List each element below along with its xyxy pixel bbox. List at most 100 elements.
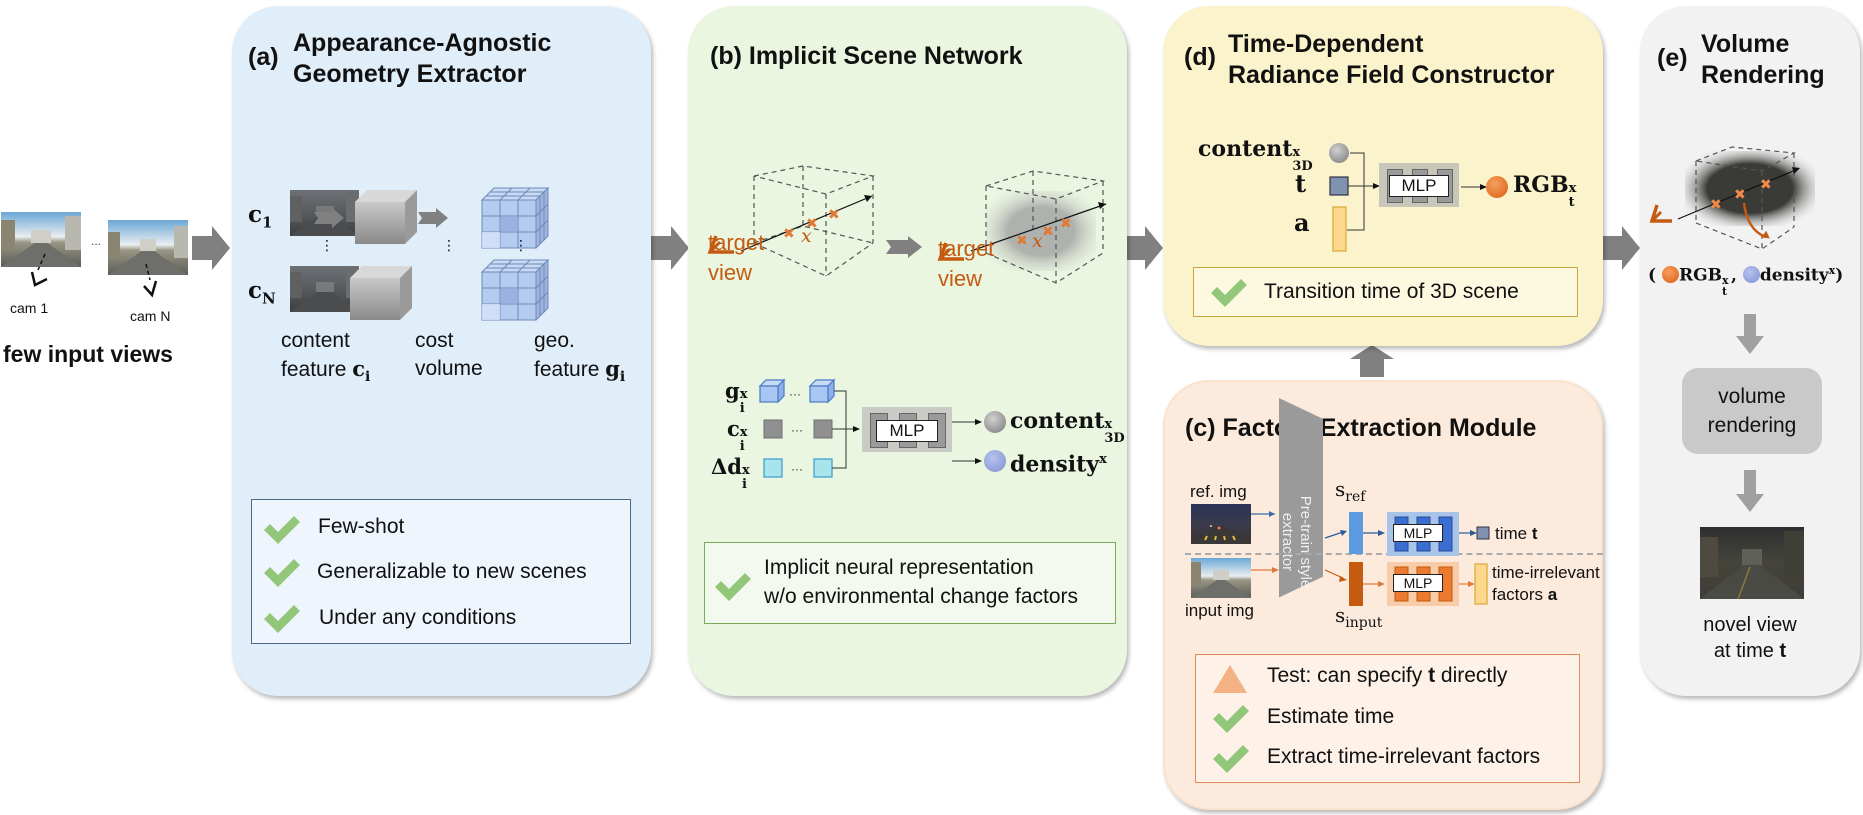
s-sub: input: [1345, 615, 1383, 631]
svg-text:✖: ✖: [1734, 187, 1746, 203]
tuple-rgb-sub: t: [1721, 284, 1728, 298]
caption-geo-feature-line1: geo.: [534, 329, 575, 352]
output-sym: density: [1010, 451, 1100, 478]
svg-text:✖: ✖: [828, 207, 840, 223]
panel-c-label: (c): [1185, 414, 1216, 442]
mlp-output-arrows: [952, 419, 982, 464]
caption-cost-volume-line1: cost: [415, 329, 454, 352]
camera-icon-n: [143, 263, 158, 298]
volume-rendering-box: volume rendering: [1682, 368, 1822, 454]
target-view-line2: view: [708, 260, 753, 285]
target-view-line1: target: [708, 230, 765, 255]
check-icon: [1213, 745, 1249, 773]
input-t: t: [1295, 169, 1307, 198]
novel-view-line2: at time t: [1660, 638, 1840, 664]
caption-content-feature: content feature ci: [281, 328, 370, 390]
output-sub: 3D: [1104, 431, 1125, 446]
tuple-density-sup: x: [1828, 264, 1836, 277]
panel-c-title-text: Factors Extraction Module: [1222, 414, 1537, 442]
panel-a-title-line2: Geometry Extractor: [293, 60, 527, 88]
few-input-views-label: few input views: [3, 341, 173, 367]
render-box-line1: volume: [1718, 385, 1786, 408]
note-text: Implicit neural representation w/o envir…: [764, 553, 1078, 611]
caption-content-feature-line2: feature ci: [281, 356, 370, 390]
caption-cost-volume-line2: volume: [415, 357, 483, 380]
mlp-block-d: MLP: [1379, 163, 1459, 207]
panel-b-note: Implicit neural representation w/o envir…: [704, 542, 1116, 624]
s-sym: s: [1335, 477, 1346, 501]
s-input-label: sinput: [1335, 602, 1382, 636]
rgb-sphere-icon: [1661, 265, 1679, 283]
panel-radiance-field-constructor: (d) Time-Dependent Radiance Field Constr…: [1163, 6, 1603, 346]
cost-volume-cube-1: [355, 190, 417, 244]
target-view-line1: target: [938, 236, 995, 261]
output-sym: RGB: [1513, 172, 1569, 198]
caption-text: feature: [281, 358, 353, 381]
note-line2: w/o environmental change factors: [764, 585, 1079, 608]
caption-sym: c: [352, 356, 366, 381]
checklist-item-generalizable: Generalizable to new scenes: [317, 560, 587, 583]
cn-sym: c: [248, 277, 263, 304]
note-line1: Implicit neural representation: [764, 556, 1034, 579]
target-view-label-2: target view: [938, 234, 994, 294]
input-sub: i: [741, 477, 747, 492]
flow-arrow-d-to-e: [1602, 226, 1640, 270]
style-extractor-label: Pre-train style extractor: [1279, 495, 1314, 589]
check-icon: [264, 559, 300, 587]
tuple-density: density: [1759, 265, 1829, 286]
svg-text:···: ···: [789, 387, 801, 401]
note-text: Transition time of 3D scene: [1264, 280, 1519, 303]
scene-ray-diagram-1: ✖✖✖: [707, 165, 876, 277]
panel-d-label: (d): [1184, 43, 1216, 71]
content-sphere-icon: [984, 411, 1006, 433]
item-text: Test: can specify: [1267, 664, 1429, 687]
ellipsis: ...: [91, 234, 102, 248]
caption-text: feature: [534, 358, 606, 381]
panel-e-label: (e): [1657, 44, 1688, 72]
svg-text:✖: ✖: [1042, 224, 1054, 240]
c1-label: c1: [248, 202, 272, 236]
input-sym: content: [1198, 136, 1293, 162]
factor-branches: [1324, 512, 1490, 606]
svg-text:···: ···: [791, 462, 803, 476]
mlp-label-input: MLP: [1393, 574, 1443, 592]
caption-sub: i: [365, 369, 371, 386]
flow-arrow-a-to-b: [651, 226, 689, 270]
mlp-block-b: MLP: [862, 407, 952, 452]
output-time-sym: t: [1531, 524, 1538, 543]
input-img-photo: [1191, 558, 1251, 598]
caption-cost-volume: cost volume: [415, 328, 483, 382]
vertical-dots-3: ⋮: [514, 237, 528, 253]
item-tail: directly: [1435, 664, 1508, 687]
warning-triangle-icon: [1213, 665, 1247, 693]
novel-view-caption: novel view at time t: [1660, 612, 1840, 664]
novel-view-line1: novel view: [1703, 614, 1797, 636]
input-sub: i: [739, 401, 745, 416]
output-sup: x: [1568, 181, 1577, 196]
item-bold: t: [1428, 664, 1436, 687]
output-density: densityx: [1010, 447, 1107, 477]
flow-arrow-c-to-d: [1350, 345, 1394, 377]
tuple-separator: ,: [1730, 265, 1737, 286]
target-view-line2: view: [938, 266, 983, 291]
panel-a-title-line1: Appearance-Agnostic: [293, 29, 552, 57]
output-factors-label: time-irrelevant factors a: [1492, 562, 1600, 606]
ref-img-label: ref. img: [1190, 482, 1247, 501]
input-photo-cam-1: [1, 212, 81, 267]
caption-sub: i: [619, 369, 626, 386]
input-sym: c: [727, 416, 740, 441]
mlp-label: MLP: [876, 420, 938, 442]
input-sup: x: [1292, 145, 1301, 160]
output-time-label: time t: [1495, 521, 1538, 547]
panel-a-label: (a): [248, 43, 279, 71]
panel-geometry-extractor: (a) Appearance-Agnostic Geometry Extract…: [232, 6, 651, 696]
scene-ray-diagram-2: ✖✖✖: [937, 170, 1107, 284]
cn-sub: N: [262, 289, 276, 308]
svg-text:✖: ✖: [783, 226, 795, 242]
caption-geo-feature: geo. feature gi: [534, 328, 625, 390]
checklist-item-estimate-time: Estimate time: [1267, 705, 1395, 728]
arrow-features-to-cost: [314, 208, 344, 228]
